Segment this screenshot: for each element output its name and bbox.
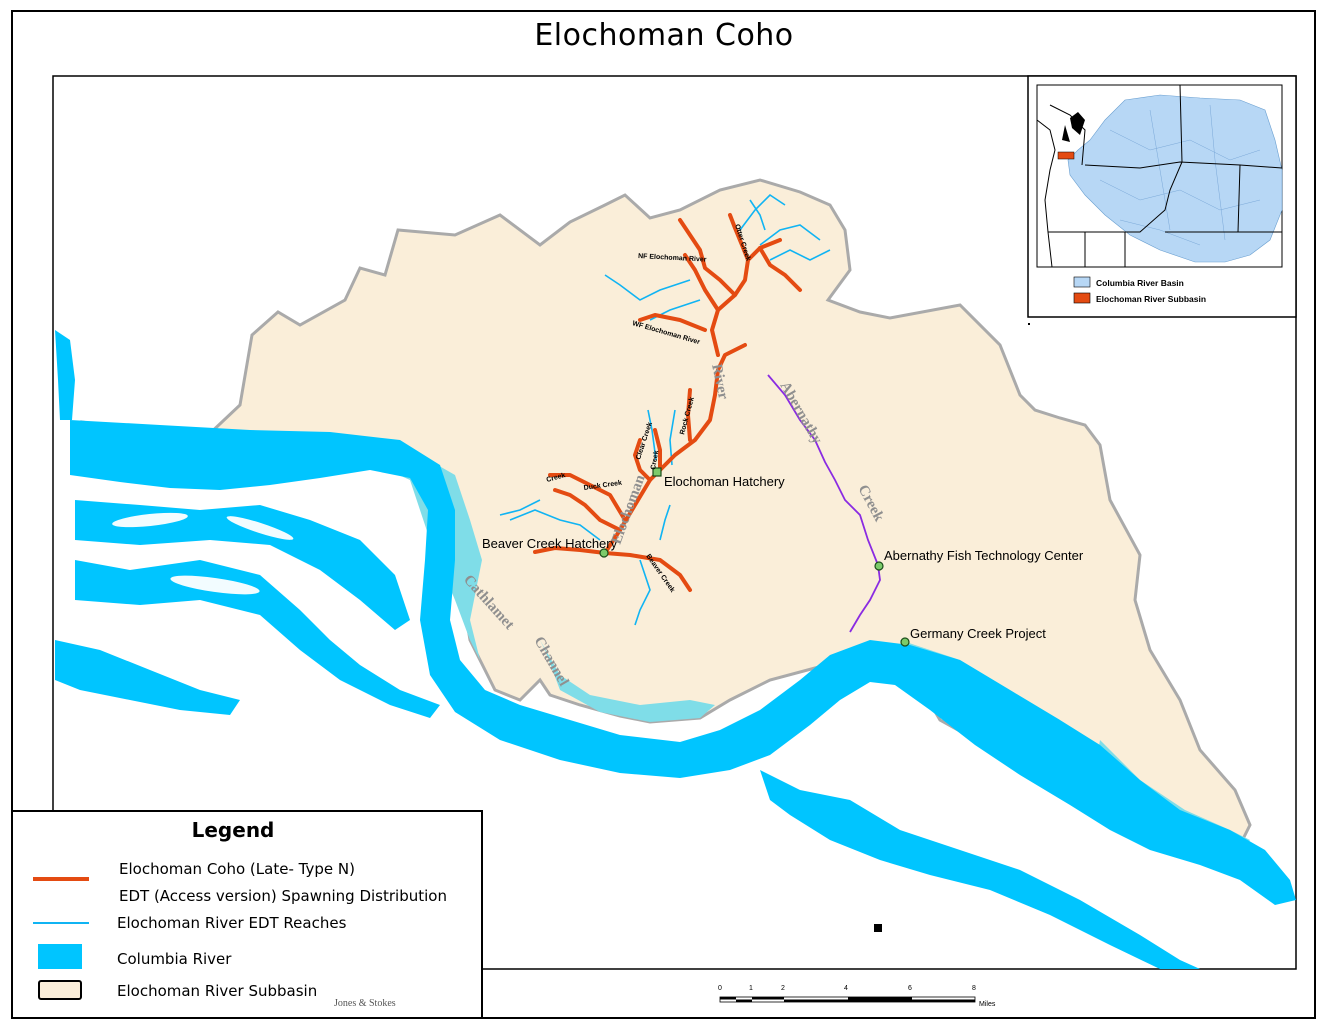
scale-units: Miles xyxy=(979,1001,996,1008)
legend-subbasin: Elochoman River Subbasin xyxy=(117,982,318,1000)
columbia-river-lower-branch xyxy=(75,560,440,718)
scale-tick-4: 4 xyxy=(844,985,848,992)
river-patch-symbol xyxy=(38,944,82,969)
label-nf-elochoman: NF Elochoman River xyxy=(638,253,707,264)
subbasin-patch-symbol xyxy=(38,980,82,1000)
abernathy-center-marker xyxy=(874,561,884,571)
label-germany-creek: Germany Creek Project xyxy=(910,626,1046,641)
inset-legend-subbasin: Elochoman River Subbasin xyxy=(1096,294,1206,304)
columbia-river-south-branch xyxy=(760,770,1200,969)
columbia-river-southwest xyxy=(55,640,240,715)
legend-title: Legend xyxy=(191,818,275,842)
inset-legend-basin: Columbia River Basin xyxy=(1096,278,1184,288)
legend-columbia: Columbia River xyxy=(117,950,232,968)
beaver-creek-hatchery-marker xyxy=(599,548,609,558)
legend-coho-line2: EDT (Access version) Spawning Distributi… xyxy=(119,887,447,905)
label-river: River xyxy=(708,363,731,402)
germany-creek-marker xyxy=(900,637,910,647)
label-beaver-creek-hatchery: Beaver Creek Hatchery xyxy=(482,536,618,551)
scale-tick-8: 8 xyxy=(972,985,976,992)
shallow-water-channel xyxy=(530,620,715,722)
abernathy-creek xyxy=(767,374,881,633)
inset-subbasin-highlight xyxy=(1057,151,1075,160)
label-elochoman-hatchery: Elochoman Hatchery xyxy=(664,474,785,489)
reach-line-symbol xyxy=(33,922,89,924)
scale-tick-6: 6 xyxy=(908,985,912,992)
elochoman-hatchery-marker xyxy=(652,467,662,477)
coho-line-symbol xyxy=(33,877,89,881)
label-abernathy-center: Abernathy Fish Technology Center xyxy=(884,548,1084,563)
columbia-river xyxy=(70,420,1296,905)
scale-bar: 0 1 2 4 6 8 Miles xyxy=(718,985,996,1008)
map-frame xyxy=(11,10,1316,1019)
scale-tick-2: 2 xyxy=(781,985,785,992)
label-creek-b: Creek xyxy=(650,450,660,470)
north-marker xyxy=(874,924,882,932)
legend-coho-line1: Elochoman Coho (Late- Type N) xyxy=(119,860,355,878)
legend-reaches: Elochoman River EDT Reaches xyxy=(117,914,347,932)
map-title: Elochoman Coho xyxy=(534,18,794,53)
credit-jones-stokes: Jones & Stokes xyxy=(334,998,396,1009)
inset-map: Columbia River Basin Elochoman River Sub… xyxy=(1027,75,1297,318)
columbia-river-islands-west xyxy=(75,500,410,630)
columbia-river-north-arm xyxy=(55,330,75,420)
coho-distribution xyxy=(533,213,802,592)
label-creek-a: Creek xyxy=(546,472,567,484)
scale-tick-0: 0 xyxy=(718,985,722,992)
scale-tick-1: 1 xyxy=(749,985,753,992)
legend: Legend Elochoman Coho (Late- Type N) EDT… xyxy=(11,810,483,1019)
